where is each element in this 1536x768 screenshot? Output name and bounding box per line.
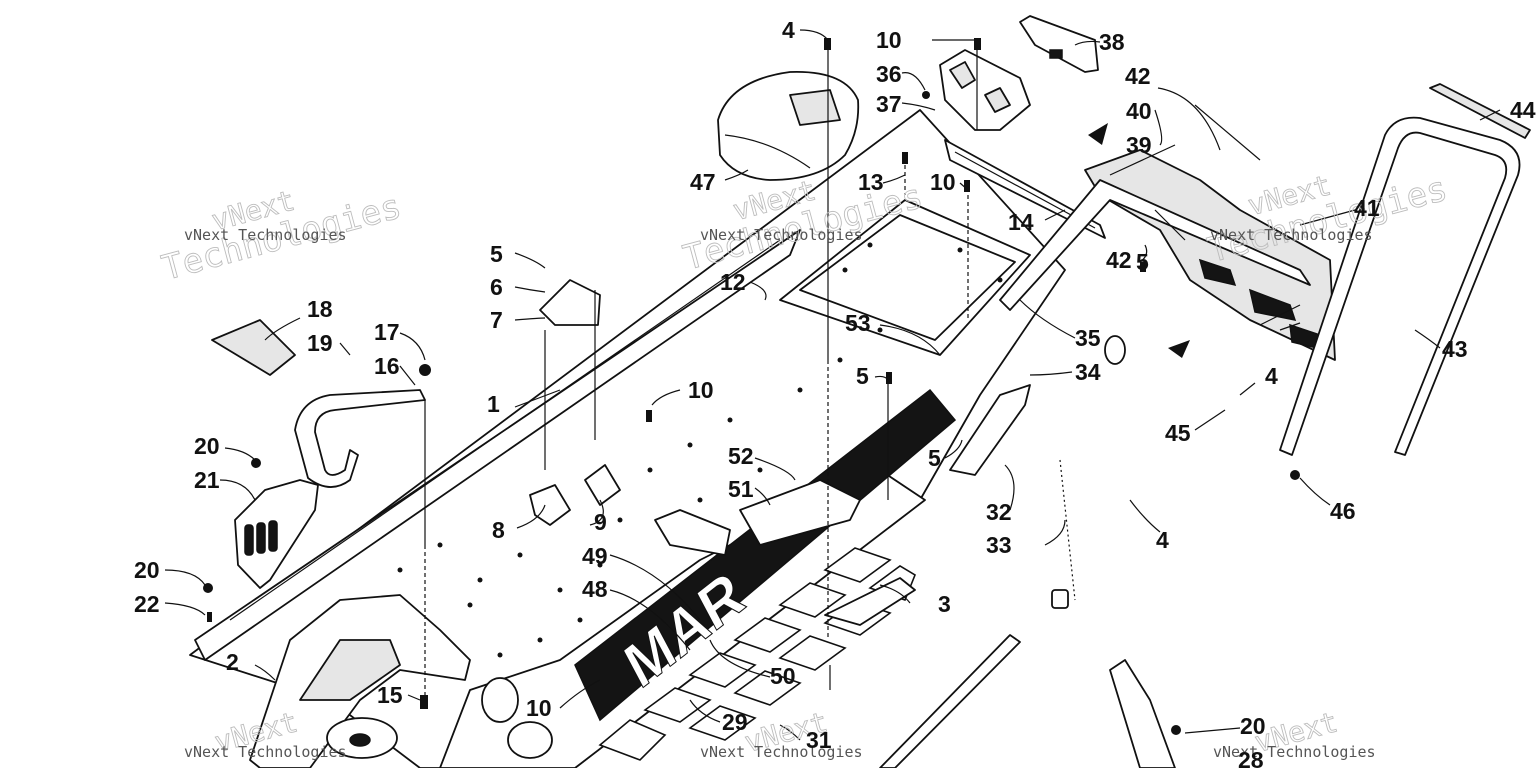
callout: 8 [492, 517, 505, 543]
callout: 5 [1136, 249, 1149, 275]
tunnel-holes [347, 242, 1003, 658]
callout: 28 [1238, 747, 1264, 768]
callout: 2 [226, 649, 239, 675]
part-32 [949, 384, 1031, 476]
watermark-1: vNext Technologies [157, 183, 406, 289]
part-7 [539, 279, 601, 326]
callout: 32 [986, 499, 1012, 525]
callout: 14 [1008, 209, 1034, 235]
callout: 9 [594, 509, 607, 535]
callout: 7 [490, 307, 503, 333]
part-47 [717, 71, 860, 181]
part-44 [1429, 83, 1531, 139]
callout: 38 [1099, 29, 1125, 55]
callout: 39 [1126, 132, 1152, 158]
watermark-small: vNext Technologies [1213, 743, 1376, 761]
hardware-lines [424, 40, 1261, 700]
callout: 41 [1354, 195, 1380, 221]
callout: 19 [307, 330, 333, 356]
callout: 42 [1106, 247, 1132, 273]
callouts: 1 2 3 4 4 4 5 5 5 5 6 7 8 9 10 10 10 10 … [134, 17, 1536, 768]
callout: 3 [938, 591, 951, 617]
callout: 40 [1126, 98, 1152, 124]
callout: 20 [194, 433, 220, 459]
callout: 34 [1075, 359, 1101, 385]
callout: 10 [876, 27, 902, 53]
callout: 4 [782, 17, 795, 43]
callout: 46 [1330, 498, 1356, 524]
callout: 10 [526, 695, 552, 721]
part-18 [211, 319, 296, 376]
callout: 5 [856, 363, 869, 389]
callout: 15 [377, 682, 403, 708]
callout: 42 [1125, 63, 1151, 89]
part-37 [939, 49, 1031, 131]
callout: 44 [1510, 97, 1536, 123]
callout: 5 [490, 241, 503, 267]
callout: 50 [770, 663, 796, 689]
callout: 37 [876, 91, 902, 117]
callout: 4 [1265, 363, 1278, 389]
callout: 45 [1165, 420, 1191, 446]
part-52 [739, 479, 861, 546]
callout: 20 [1240, 713, 1266, 739]
callout: 52 [728, 443, 754, 469]
watermark-small: vNext Technologies [700, 743, 863, 761]
callout: 36 [876, 61, 902, 87]
part-38 [1019, 15, 1099, 73]
callout: 21 [194, 467, 220, 493]
callout: 53 [845, 310, 871, 336]
part-35 [999, 179, 1311, 365]
part-31 [879, 634, 1021, 768]
callout: 22 [134, 591, 160, 617]
part-43 [1279, 116, 1521, 456]
callout: 49 [582, 543, 608, 569]
watermark-small: vNext Technologies [184, 743, 347, 761]
part-33 [1051, 459, 1076, 609]
callout: 16 [374, 353, 400, 379]
callout: 31 [806, 727, 832, 753]
direction-arrows [1088, 123, 1190, 358]
rear-bracket [1109, 659, 1176, 768]
callout: 12 [720, 269, 746, 295]
callout: 47 [690, 169, 716, 195]
callout: 48 [582, 576, 608, 602]
watermark-small: vNext Technologies [1210, 226, 1373, 244]
callout: 10 [688, 377, 714, 403]
hardware [203, 38, 1300, 735]
part-21 [234, 479, 319, 589]
callout: 35 [1075, 325, 1101, 351]
watermark-small: vNext Technologies [700, 226, 863, 244]
part-3 [824, 577, 916, 626]
callout: 4 [1156, 527, 1169, 553]
part-8 [529, 484, 571, 526]
callout: 17 [374, 319, 400, 345]
part-16 [294, 389, 426, 488]
callout: 33 [986, 532, 1012, 558]
callout: 20 [134, 557, 160, 583]
callout: 10 [930, 169, 956, 195]
callout: 51 [728, 476, 754, 502]
callout: 43 [1442, 336, 1468, 362]
callout: 18 [307, 296, 333, 322]
leader-lines [164, 29, 1501, 741]
callout: 29 [722, 709, 748, 735]
callout: 13 [858, 169, 884, 195]
callout: 6 [490, 274, 503, 300]
part-9 [584, 464, 621, 506]
part-51 [654, 509, 731, 556]
front-bracket [249, 594, 471, 768]
callout: 5 [928, 445, 941, 471]
callout: 1 [487, 391, 500, 417]
watermark-small: vNext Technologies [184, 226, 347, 244]
